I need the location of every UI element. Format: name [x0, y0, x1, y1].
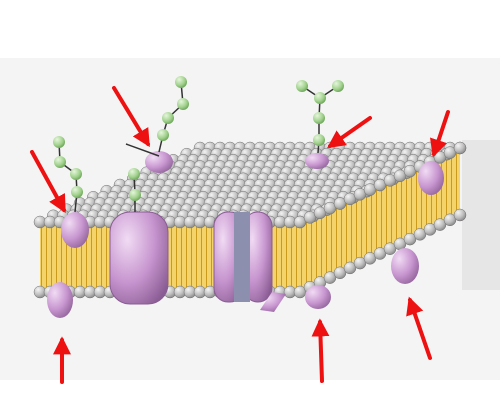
arrows	[30, 86, 450, 384]
phospholipid-head	[333, 266, 347, 280]
backdrop-right-strip	[462, 140, 500, 290]
sugar-unit	[54, 156, 66, 168]
sugar-unit	[129, 189, 141, 201]
sugar-unit	[157, 129, 169, 141]
sugar-unit	[313, 112, 325, 124]
arrow-peripheral-bottom-center	[311, 318, 330, 383]
sugar-unit	[332, 80, 344, 92]
arrow-peripheral-right-bottom	[406, 296, 432, 360]
sugar-unit	[175, 76, 187, 88]
peripheral-protein-small-wedge	[260, 292, 286, 312]
peripheral-protein-left-edge	[61, 212, 89, 248]
integral-protein-large	[109, 211, 169, 305]
peripheral-protein-right-top	[418, 161, 444, 195]
sugar-unit	[128, 168, 140, 180]
phospholipid-head	[453, 208, 467, 222]
peripheral-protein-right-bottom	[391, 248, 419, 284]
sugar-unit	[53, 136, 65, 148]
arrow-glycoprotein-top	[112, 86, 150, 148]
glycoprotein-chain-left	[53, 136, 83, 213]
peripheral-protein-top-left	[145, 151, 173, 173]
sugar-unit	[177, 98, 189, 110]
channel-pore	[234, 212, 250, 302]
peripheral-protein-top-center	[305, 153, 329, 169]
sugar-unit	[71, 186, 83, 198]
sugar-unit	[313, 134, 325, 146]
peripheral-protein-bottom-center	[305, 285, 331, 309]
sugar-unit	[314, 92, 326, 104]
peripheral-protein-bottom-left	[47, 282, 73, 318]
arrow-peripheral-right-top	[430, 110, 450, 158]
sugar-unit	[162, 112, 174, 124]
glycoprotein-chain-top-left	[125, 76, 189, 157]
phospholipid-head	[453, 141, 467, 155]
sugar-unit	[296, 80, 308, 92]
glycoprotein-chain-large-protein	[128, 168, 141, 212]
glycolipid-chain-top-center	[296, 80, 344, 154]
phospholipid-head	[413, 228, 427, 241]
arrow-glycolipid	[327, 116, 372, 149]
channel-protein	[213, 211, 273, 303]
sugar-unit	[70, 168, 82, 180]
arrow-glycoprotein-left	[30, 150, 66, 214]
